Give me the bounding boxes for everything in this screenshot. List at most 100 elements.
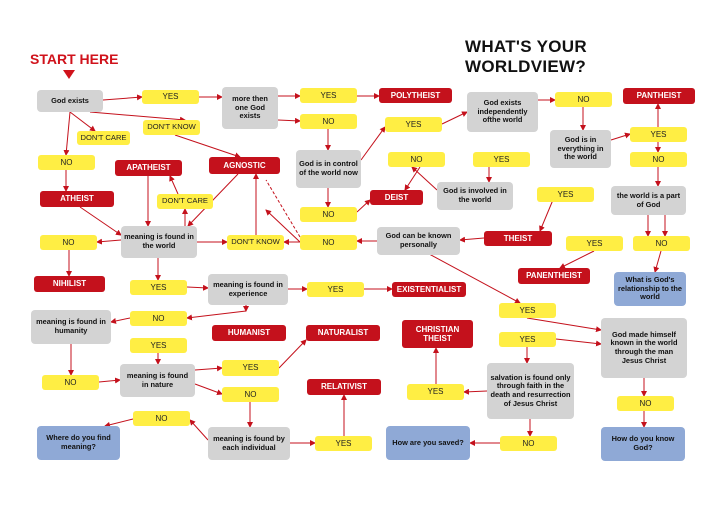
start-arrow-icon [63, 70, 75, 79]
connector-arrow [187, 173, 239, 227]
question-how-know-god[interactable]: How do you know God? [601, 427, 685, 461]
answer-yes-jesus[interactable]: YES [499, 332, 556, 347]
connector-arrow [526, 317, 602, 333]
start-label: START HERE [30, 51, 119, 67]
result-deist: DEIST [370, 190, 423, 205]
connector-arrow [79, 206, 122, 236]
page-title: WHAT'S YOUR WORLDVIEW? [465, 37, 587, 76]
result-christian-theist: CHRISTIAN THEIST [402, 320, 473, 348]
answer-yes-experience[interactable]: YES [307, 282, 364, 297]
question-more-than-one-god[interactable]: more then one God exists [222, 87, 278, 129]
connector-arrow [411, 166, 438, 191]
answer-yes-independent[interactable]: YES [473, 152, 530, 167]
connector-arrow [189, 419, 209, 441]
connector-arrow [174, 134, 241, 159]
connector-arrow [194, 365, 223, 372]
answer-dont-care-2[interactable]: DON'T CARE [157, 194, 213, 209]
question-meaning-experience[interactable]: meaning is found in experience [208, 274, 288, 305]
answer-yes-involved[interactable]: YES [537, 187, 594, 202]
answer-yes-control[interactable]: YES [385, 117, 442, 132]
question-where-meaning[interactable]: Where do you find meaning? [37, 426, 120, 460]
answer-no-jesus[interactable]: NO [617, 396, 674, 411]
connector-arrow [186, 310, 247, 321]
connector-arrow [89, 111, 186, 123]
answer-no-control[interactable]: NO [300, 207, 357, 222]
connector-arrow [404, 166, 421, 191]
question-god-in-everything[interactable]: God is in everything in the world [550, 130, 611, 168]
answer-yes-salvation[interactable]: YES [407, 384, 464, 400]
connector-arrow [555, 338, 602, 347]
question-meaning-nature[interactable]: meaning is found in nature [120, 364, 195, 397]
answer-no-salvation[interactable]: NO [500, 436, 557, 451]
answer-no-left[interactable]: NO [38, 155, 95, 170]
question-gods-relationship[interactable]: What is God's relationship to the world [614, 272, 686, 306]
question-god-through-jesus[interactable]: God made himself known in the world thro… [601, 318, 687, 378]
answer-no-mid[interactable]: NO [388, 152, 445, 167]
answer-yes-meaning-world[interactable]: YES [130, 280, 187, 295]
question-how-saved[interactable]: How are you saved? [386, 426, 470, 460]
answer-no-find-meaning[interactable]: NO [133, 411, 190, 426]
connector-arrow [265, 209, 301, 243]
answer-no-everything[interactable]: NO [630, 152, 687, 167]
question-god-in-control[interactable]: God is in control of the world now [296, 150, 361, 188]
result-naturalist: NATURALIST [306, 325, 380, 341]
result-agnostic: AGNOSTIC [209, 157, 280, 174]
result-existentialist: EXISTENTIALIST [392, 282, 466, 297]
connector-arrow [459, 236, 485, 243]
question-meaning-individual[interactable]: meaning is found by each individual [208, 427, 290, 460]
question-meaning-in-world[interactable]: meaning is found in the world [121, 226, 197, 258]
connector-arrow [356, 199, 371, 213]
question-god-independent[interactable]: God exists independently ofthe world [467, 92, 538, 132]
connector-arrow [104, 418, 134, 428]
answer-no-known[interactable]: NO [300, 235, 357, 250]
answer-no-nature[interactable]: NO [222, 387, 279, 402]
connector-arrow [169, 175, 179, 195]
result-humanist: HUMANIST [212, 325, 286, 341]
connector-arrow [653, 250, 662, 273]
question-god-exists[interactable]: God exists [37, 90, 103, 112]
answer-no-independent-top[interactable]: NO [555, 92, 612, 107]
answer-no-part-of-god[interactable]: NO [633, 236, 690, 251]
connector-arrow [610, 132, 631, 141]
connector-arrow [102, 94, 143, 101]
answer-yes-known[interactable]: YES [499, 303, 556, 318]
answer-dont-care-1[interactable]: DON'T CARE [77, 131, 130, 145]
answer-yes-pantheist[interactable]: YES [630, 127, 687, 142]
answer-yes-individual[interactable]: YES [315, 436, 372, 451]
connector-arrow [441, 111, 468, 125]
question-salvation-faith[interactable]: salvation is found only through faith in… [487, 363, 574, 419]
connector-arrow [98, 377, 121, 384]
answer-yes-humanity[interactable]: YES [130, 338, 187, 353]
answer-no-humanity[interactable]: NO [42, 375, 99, 390]
connector-arrow [559, 250, 595, 269]
connector-arrow [194, 383, 223, 396]
answer-yes-more-than-one[interactable]: YES [300, 88, 357, 103]
result-panentheist: PANENTHEIST [518, 268, 590, 284]
answer-no-meaning-world[interactable]: NO [40, 235, 97, 250]
connector-arrow [96, 238, 122, 245]
connector-dashed [265, 179, 301, 238]
answer-dont-know-2[interactable]: DON'T KNOW [227, 235, 284, 250]
connector-arrow [186, 284, 209, 291]
answer-yes-god-exists[interactable]: YES [142, 90, 199, 104]
question-god-involved[interactable]: God is involved in the world [437, 182, 513, 210]
connector-arrow [278, 339, 307, 369]
result-apatheist: APATHEIST [115, 160, 182, 176]
question-god-known[interactable]: God can be known personally [377, 227, 460, 255]
result-atheist: ATHEIST [40, 191, 114, 207]
answer-yes-nature[interactable]: YES [222, 360, 279, 376]
answer-yes-part-of-god[interactable]: YES [566, 236, 623, 251]
connector-arrow [417, 247, 521, 304]
result-theist: THEIST [484, 231, 552, 246]
answer-dont-know-1[interactable]: DON'T KNOW [143, 120, 200, 135]
connector-arrow [69, 111, 96, 132]
result-relativist: RELATIVIST [307, 379, 381, 395]
result-pantheist: PANTHEIST [623, 88, 695, 104]
result-nihilist: NIHILIST [34, 276, 105, 292]
connector-arrow [463, 388, 488, 395]
question-world-part-of-god[interactable]: the world is a part of God [611, 186, 686, 215]
question-meaning-humanity[interactable]: meaning is found in humanity [31, 310, 111, 344]
answer-no-experience[interactable]: NO [130, 311, 187, 326]
answer-no-more-than-one[interactable]: NO [300, 114, 357, 129]
